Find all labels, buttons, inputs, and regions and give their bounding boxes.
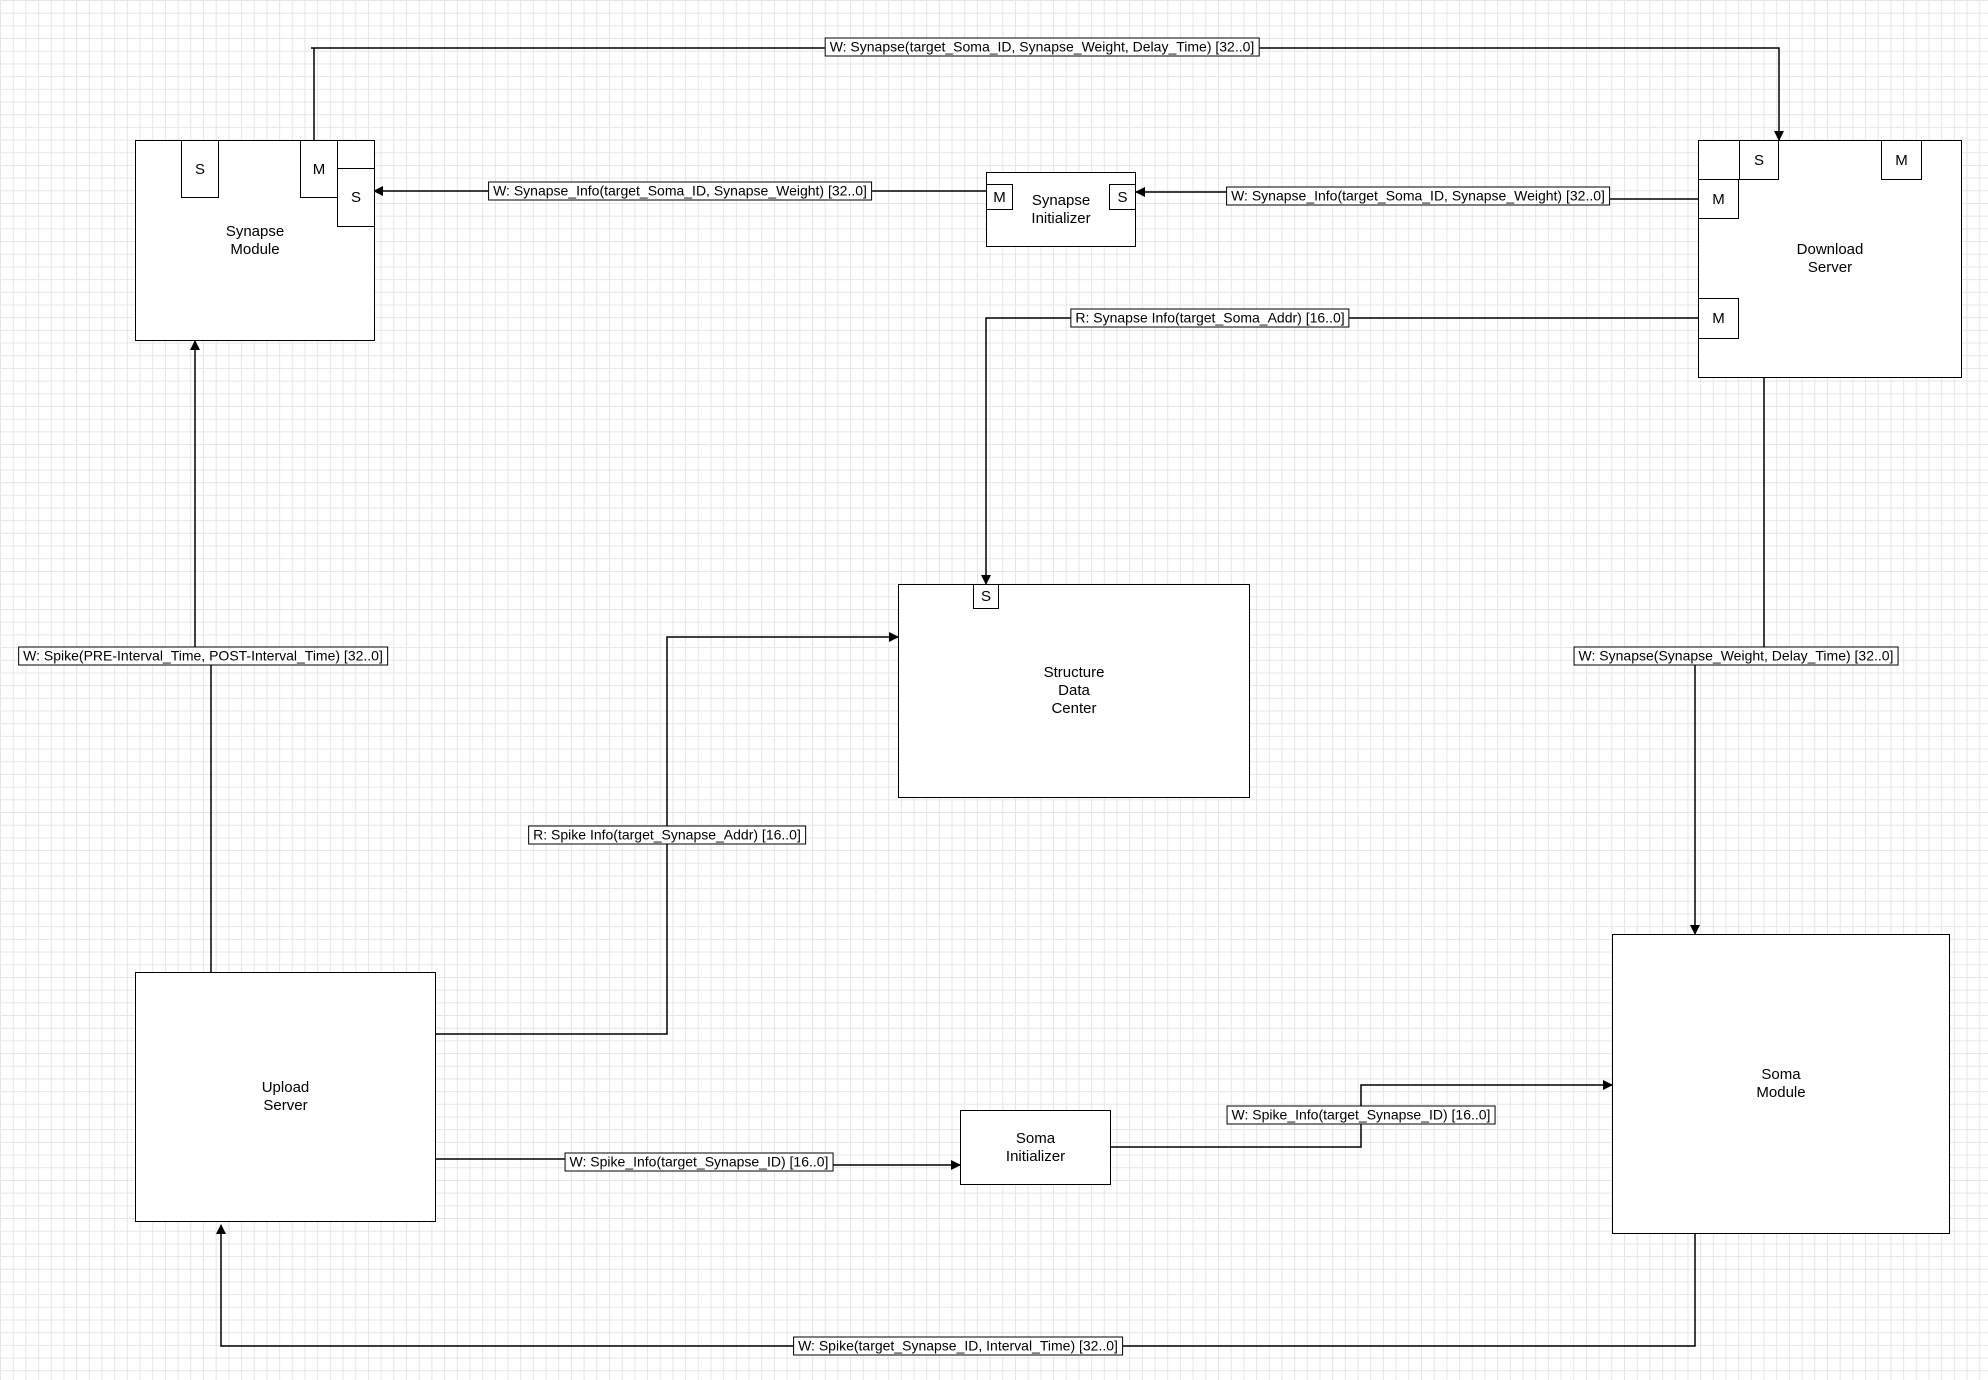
edge-label-soma-module-to-upload: W: Spike(target_Synapse_ID, Interval_Tim… — [793, 1336, 1123, 1356]
edge-label-download-to-soma-module: W: Synapse(Synapse_Weight, Delay_Time) [… — [1573, 646, 1899, 666]
synapse-module-port-corner — [337, 140, 375, 169]
edge-label-soma-init-to-soma-module: W: Spike_Info(target_Synapse_ID) [16..0] — [1226, 1105, 1496, 1125]
connector-soma-module-to-upload[interactable] — [216, 1224, 1696, 1347]
upload-server-box[interactable]: Upload Server — [135, 972, 436, 1222]
edge-label-download-to-init: W: Synapse_Info(target_Soma_ID, Synapse_… — [1226, 186, 1610, 206]
download-server-port-corner — [1698, 140, 1740, 180]
download-server-label: Download Server — [1796, 241, 1864, 276]
structure-data-center-slave-port[interactable]: S — [973, 584, 999, 609]
download-server-master-port-top[interactable]: M — [1881, 140, 1922, 180]
connector-synapse-to-download[interactable] — [311, 47, 1784, 141]
synapse-initializer-slave-port[interactable]: S — [1109, 184, 1136, 210]
download-server-slave-port-top[interactable]: S — [1739, 140, 1779, 180]
edge-label-upload-to-structure: R: Spike Info(target_Synapse_Addr) [16..… — [528, 825, 806, 845]
upload-server-label: Upload Server — [261, 1079, 310, 1114]
synapse-module-master-port-top[interactable]: M — [300, 140, 338, 198]
edge-label-download-to-structure: R: Synapse Info(target_Soma_Addr) [16..0… — [1070, 308, 1350, 328]
soma-module-label: Soma Module — [1756, 1066, 1806, 1101]
synapse-module-slave-port-right[interactable]: S — [337, 168, 375, 227]
synapse-initializer-label: Synapse Initializer — [1031, 191, 1091, 227]
edge-label-upload-to-synapse-module: W: Spike(PRE-Interval_Time, POST-Interva… — [18, 646, 388, 666]
connector-download-to-structure[interactable] — [981, 317, 1698, 585]
download-server-master-port-left-lower[interactable]: M — [1698, 298, 1739, 339]
synapse-module-slave-port-top[interactable]: S — [181, 140, 219, 198]
synapse-initializer-master-port[interactable]: M — [986, 184, 1013, 210]
structure-data-center-label: Structure Data Center — [1043, 664, 1105, 717]
edge-label-init-to-synapse-module: W: Synapse_Info(target_Soma_ID, Synapse_… — [488, 181, 872, 201]
synapse-module-label: Synapse Module — [225, 222, 285, 258]
soma-module-box[interactable]: Soma Module — [1612, 934, 1950, 1234]
download-server-master-port-left-upper[interactable]: M — [1698, 179, 1739, 219]
structure-data-center-box[interactable]: Structure Data Center — [898, 584, 1250, 798]
edge-label-synapse-to-download: W: Synapse(target_Soma_ID, Synapse_Weigh… — [824, 37, 1260, 57]
soma-initializer-box[interactable]: Soma Initializer — [960, 1110, 1111, 1185]
soma-initializer-label: Soma Initializer — [1005, 1129, 1066, 1165]
edge-label-upload-to-soma-init: W: Spike_Info(target_Synapse_ID) [16..0] — [564, 1152, 834, 1172]
